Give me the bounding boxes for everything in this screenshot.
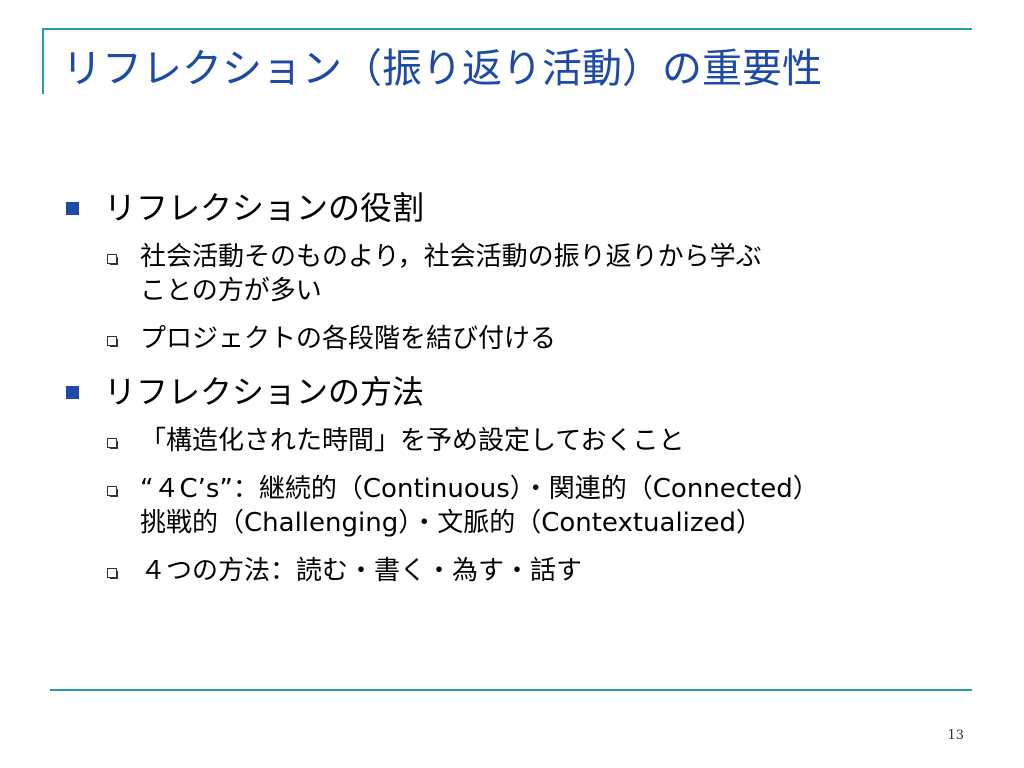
footer-rule <box>50 689 972 691</box>
list-item-text: 社会活動そのものより，社会活動の振り返りから学ぶ <box>140 242 762 272</box>
list-item: 社会活動そのものより，社会活動の振り返りから学ぶ ことの方が多い <box>60 240 980 308</box>
list-item-text: 挑戦的（Challenging）・文脈的（Contextualized） <box>140 508 763 538</box>
list-item-text: 「構造化された時間」を予め設定しておくこと <box>140 426 685 456</box>
square-bullet-icon <box>66 386 79 399</box>
hollow-square-bullet-icon <box>107 254 118 265</box>
section-heading-text: リフレクションの役割 <box>104 189 425 227</box>
list-item-text: プロジェクトの各段階を結び付ける <box>140 324 557 354</box>
square-bullet-icon <box>66 202 79 215</box>
list-item-text: ことの方が多い <box>140 276 322 306</box>
hollow-square-bullet-icon <box>107 438 118 449</box>
hollow-square-bullet-icon <box>107 568 118 579</box>
hollow-square-bullet-icon <box>107 486 118 497</box>
list-item: 「構造化された時間」を予め設定しておくこと <box>60 424 980 458</box>
title-left-rule <box>42 28 44 94</box>
hollow-square-bullet-icon <box>107 336 118 347</box>
list-item-text: “４C’s”：継続的（Continuous）・関連的（Connected） <box>140 474 819 504</box>
slide-title: リフレクション（振り返り活動）の重要性 <box>62 46 822 92</box>
section-heading-method: リフレクションの方法 <box>60 370 980 414</box>
page-number: 13 <box>947 728 964 743</box>
list-item-text: ４つの方法：読む・書く・為す・話す <box>140 556 583 586</box>
slide-content: リフレクションの役割 社会活動そのものより，社会活動の振り返りから学ぶ ことの方… <box>60 186 980 602</box>
list-item: “４C’s”：継続的（Continuous）・関連的（Connected） 挑戦… <box>60 472 980 540</box>
section-heading-text: リフレクションの方法 <box>104 373 425 411</box>
list-item: プロジェクトの各段階を結び付ける <box>60 322 980 356</box>
section-heading-role: リフレクションの役割 <box>60 186 980 230</box>
list-item: ４つの方法：読む・書く・為す・話す <box>60 554 980 588</box>
title-top-rule <box>42 28 972 30</box>
